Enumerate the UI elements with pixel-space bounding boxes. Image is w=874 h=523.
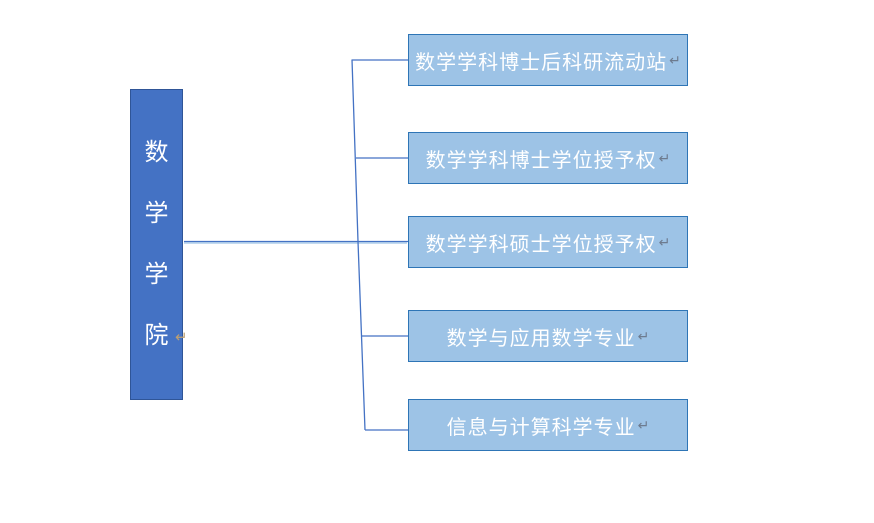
root-node-char: 数 xyxy=(144,139,169,166)
child-node-postdoc-station[interactable]: 数学学科博士后科研流动站 ↵ xyxy=(408,34,688,86)
return-mark-icon: ↵ xyxy=(637,327,650,344)
root-node-char: 院 xyxy=(144,322,169,349)
child-node-label: 信息与计算科学专业 xyxy=(446,416,636,439)
child-node-applied-math-major[interactable]: 数学与应用数学专业 ↵ xyxy=(408,310,688,362)
return-mark-icon: ↵ xyxy=(669,51,681,68)
root-node-math-school[interactable]: 数 学 学 院 ↵ xyxy=(130,89,188,400)
child-node-label: 数学学科博士学位授予权 xyxy=(425,149,657,172)
child-node-doctoral-degree[interactable]: 数学学科博士学位授予权 ↵ xyxy=(408,132,688,184)
root-node-char: 学 xyxy=(144,261,169,288)
child-node-master-degree[interactable]: 数学学科硕士学位授予权 ↵ xyxy=(408,216,688,268)
child-node-info-computing-major[interactable]: 信息与计算科学专业 ↵ xyxy=(408,399,688,451)
root-node-char: 学 xyxy=(144,200,169,227)
return-mark-icon: ↵ xyxy=(637,416,650,433)
child-node-label: 数学学科博士后科研流动站 xyxy=(415,51,668,74)
child-node-label: 数学与应用数学专业 xyxy=(446,327,636,350)
child-node-label: 数学学科硕士学位授予权 xyxy=(425,233,657,256)
return-mark-icon: ↵ xyxy=(175,329,188,346)
connector-trunk xyxy=(351,59,366,431)
return-mark-icon: ↵ xyxy=(658,149,671,166)
return-mark-icon: ↵ xyxy=(658,233,671,250)
